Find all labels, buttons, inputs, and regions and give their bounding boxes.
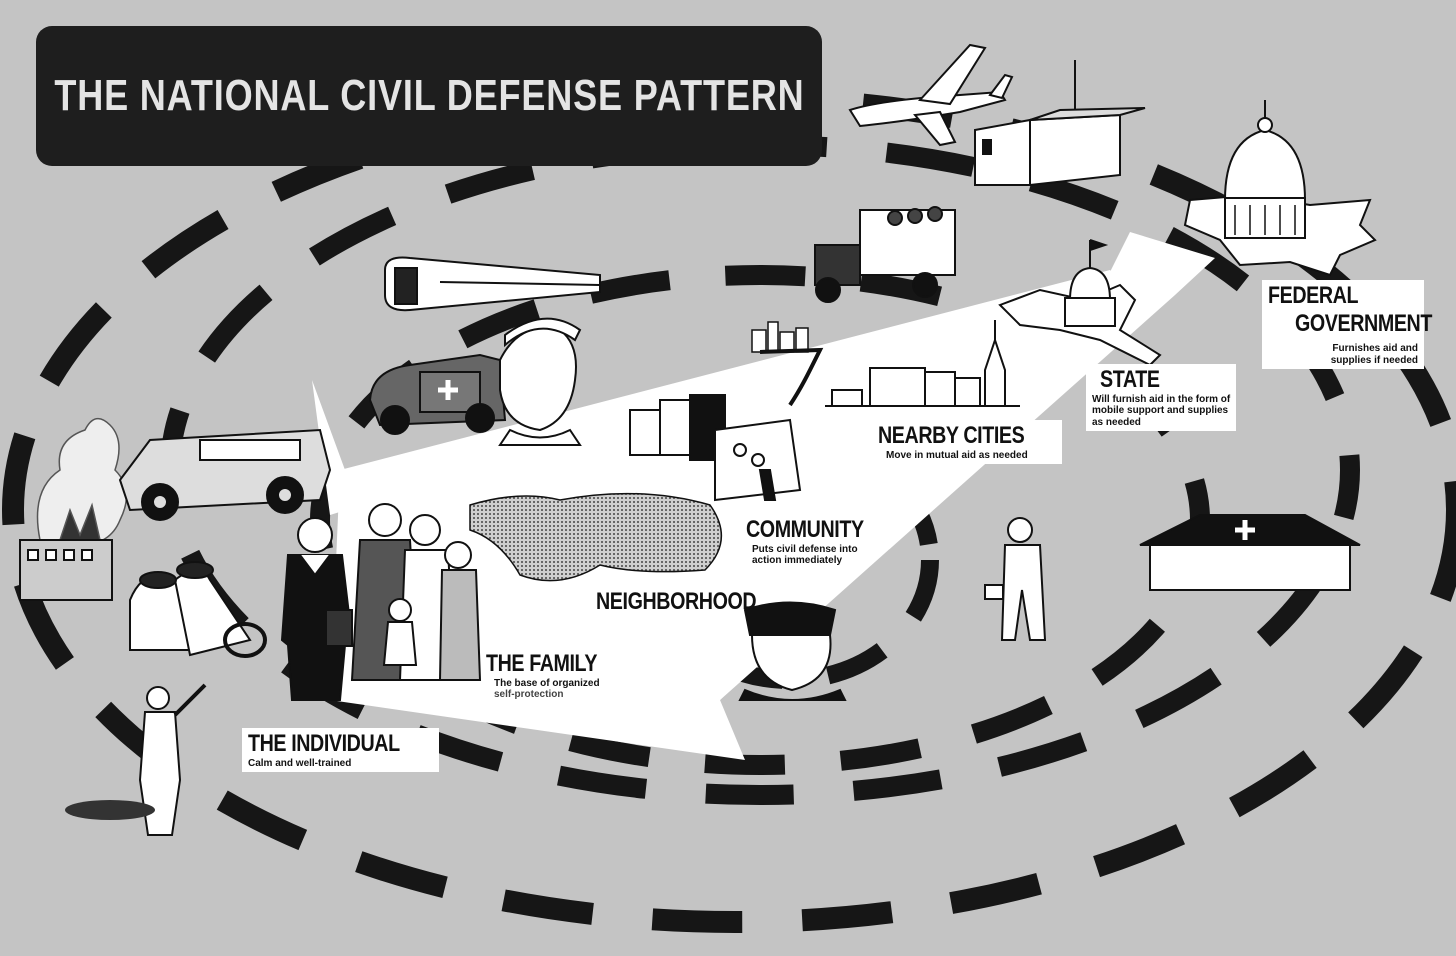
radio-station-icon: [974, 60, 1146, 187]
first-aid-station-icon: [1139, 514, 1361, 591]
firemen-icon: [129, 561, 267, 658]
level-name-family: THE FAMILY: [486, 650, 598, 677]
ambulance-icon: [368, 353, 507, 435]
family-icon: [350, 503, 482, 681]
level-desc-family-2: self-protection: [494, 689, 564, 701]
burning-building-icon: [19, 539, 113, 601]
fire-icon: [36, 417, 128, 546]
level-name-state: STATE: [1100, 366, 1160, 393]
level-desc-community-1: Puts civil defense into: [752, 543, 858, 555]
level-name-nearby-cities: NEARBY CITIES: [878, 422, 1025, 449]
label-community: COMMUNITY Puts civil defense into action…: [740, 514, 895, 570]
control-room-icon: [629, 394, 802, 502]
policeman-icon: [738, 601, 847, 701]
label-state: STATE Will furnish aid in the form of mo…: [1086, 364, 1237, 432]
fire-truck-icon: [118, 428, 332, 521]
level-desc-federal-2: supplies if needed: [1330, 354, 1418, 366]
man-with-briefcase-icon: [280, 517, 354, 701]
level-name-community: COMMUNITY: [746, 516, 864, 543]
title-banner: THE NATIONAL CIVIL DEFENSE PATTERN: [36, 26, 822, 166]
town-icon: [825, 320, 1020, 407]
label-federal-government: FEDERAL GOVERNMENT Furnishes aid and sup…: [1262, 280, 1432, 370]
label-individual: THE INDIVIDUAL Calm and well-trained: [242, 728, 439, 773]
level-name-federal-1: FEDERAL: [1268, 282, 1359, 309]
train-icon: [384, 256, 601, 312]
nurse-icon: [498, 317, 582, 446]
warden-icon: [65, 683, 207, 836]
page-title: THE NATIONAL CIVIL DEFENSE PATTERN: [53, 71, 805, 120]
level-name-neighborhood: NEIGHBORHOOD: [596, 588, 757, 615]
level-desc-individual: Calm and well-trained: [248, 757, 352, 769]
truck-icon: [814, 206, 956, 303]
label-family: THE FAMILY The base of organized self-pr…: [480, 648, 627, 704]
label-nearby-cities: NEARBY CITIES Move in mutual aid as need…: [872, 420, 1063, 465]
level-desc-state-1: Will furnish aid in the form of: [1092, 393, 1231, 405]
capitol-building-icon: [1183, 100, 1377, 277]
label-neighborhood: NEIGHBORHOOD: [590, 586, 797, 619]
level-name-individual: THE INDIVIDUAL: [248, 730, 400, 757]
neighborhood-map-icon: [469, 492, 723, 582]
level-desc-state-3: as needed: [1092, 416, 1141, 428]
level-desc-federal-1: Furnishes aid and: [1332, 343, 1418, 355]
level-desc-nearby-cities: Move in mutual aid as needed: [886, 449, 1028, 461]
level-desc-state-2: mobile support and supplies: [1092, 405, 1229, 417]
skyline-icon: [751, 321, 824, 407]
rescue-worker-icon: [984, 517, 1047, 641]
state-capitol-icon: [998, 239, 1162, 367]
level-name-federal-2: GOVERNMENT: [1295, 309, 1432, 337]
airplane-icon: [848, 43, 1014, 147]
level-desc-family-1: The base of organized: [494, 677, 600, 689]
level-desc-community-2: action immediately: [752, 555, 843, 567]
ring-core: [641, 431, 939, 689]
